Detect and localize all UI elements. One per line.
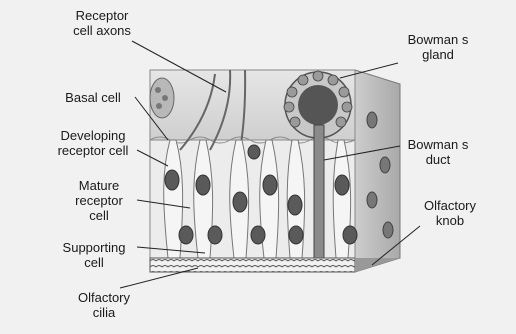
label-line: Supporting [52, 240, 136, 255]
bowmans-duct [314, 125, 324, 258]
label-olfactory-cilia: Olfactory cilia [64, 290, 144, 320]
label-line: duct [398, 152, 478, 167]
label-line: knob [410, 213, 490, 228]
label-line: Developing [45, 128, 141, 143]
label-line: gland [398, 47, 478, 62]
block-side-face [355, 70, 400, 272]
label-line: receptor [60, 193, 138, 208]
label-basal-cell: Basal cell [48, 90, 138, 105]
label-line: Basal cell [48, 90, 138, 105]
label-olfactory-knob: Olfactory knob [410, 198, 490, 228]
label-line: Bowman s [398, 32, 478, 47]
label-bowmans-duct: Bowman s duct [398, 137, 478, 167]
label-line: Bowman s [398, 137, 478, 152]
label-mature-receptor-cell: Mature receptor cell [60, 178, 138, 223]
label-line: receptor cell [45, 143, 141, 158]
label-line: Receptor [62, 8, 142, 23]
cilia-layer [150, 258, 355, 272]
label-line: cell [52, 255, 136, 270]
label-bowmans-gland: Bowman s gland [398, 32, 478, 62]
label-line: Mature [60, 178, 138, 193]
label-line: Olfactory [64, 290, 144, 305]
label-line: cell axons [62, 23, 142, 38]
label-line: cilia [64, 305, 144, 320]
label-receptor-cell-axons: Receptor cell axons [62, 8, 142, 38]
label-line: Olfactory [410, 198, 490, 213]
label-line: cell [60, 208, 138, 223]
label-supporting-cell: Supporting cell [52, 240, 136, 270]
label-developing-receptor-cell: Developing receptor cell [45, 128, 141, 158]
